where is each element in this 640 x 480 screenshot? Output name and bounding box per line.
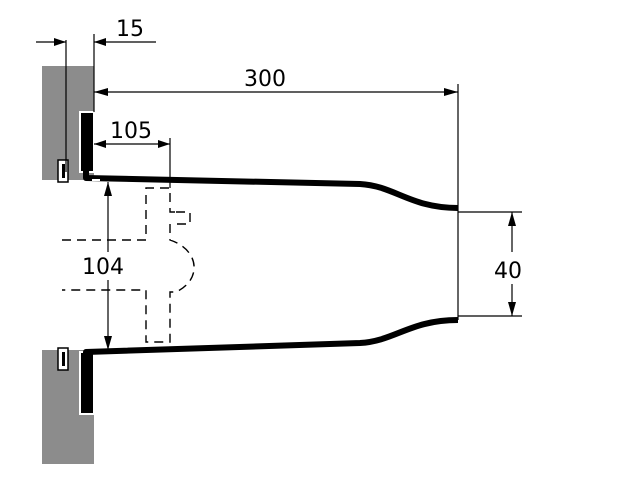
dimension-104-label: 104	[82, 255, 124, 280]
dimension-300: 300	[94, 67, 459, 208]
dashed-insert-outline	[62, 187, 195, 343]
dimension-300-label: 300	[244, 67, 286, 92]
dimension-40: 40	[457, 208, 522, 320]
nozzle-lower-wall	[83, 317, 459, 410]
dimension-104: 104	[82, 182, 124, 350]
dimension-40-label: 40	[494, 259, 522, 284]
dimension-105-label: 105	[110, 119, 152, 144]
dimension-15-label: 15	[116, 17, 144, 42]
nozzle-upper-wall	[83, 116, 459, 211]
dimension-15: 15	[36, 17, 156, 112]
dimension-105: 105	[94, 119, 171, 188]
